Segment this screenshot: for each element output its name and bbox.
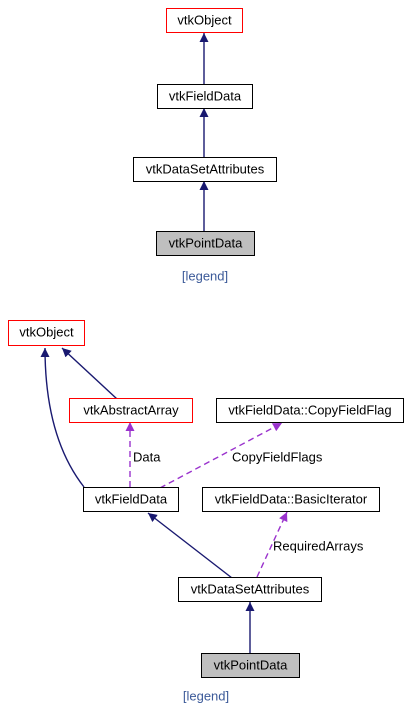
inheritance-diagram: vtkObject vtkFieldData vtkDataSetAttribu… [133, 8, 277, 283]
edge-label-requiredarrays: RequiredArrays [273, 538, 364, 553]
node-label: vtkObject [19, 324, 74, 339]
edge-datasetattributes-to-fielddata [147, 512, 233, 579]
edge-fielddata-to-object [40, 347, 85, 488]
node-label: vtkFieldData [95, 491, 168, 506]
node-vtkabstractarray[interactable]: vtkAbstractArray [69, 398, 193, 423]
edge-label-data: Data [133, 449, 161, 464]
node-label: vtkDataSetAttributes [146, 161, 265, 176]
legend-link[interactable]: [legend] [182, 268, 228, 283]
collaboration-diagram: Data CopyFieldFlags RequiredArrays vtkOb… [8, 320, 404, 703]
node-label: vtkDataSetAttributes [191, 581, 310, 596]
node-label: vtkObject [177, 12, 232, 27]
node-vtkobject[interactable]: vtkObject [8, 320, 85, 346]
node-label: vtkFieldData [169, 88, 242, 103]
node-label: vtkFieldData::BasicIterator [215, 491, 368, 506]
node-vtkfielddata[interactable]: vtkFieldData [157, 84, 253, 109]
edge-copyfieldflags-usage [159, 422, 283, 489]
node-label: vtkPointData [169, 235, 243, 250]
edge-label-copyfieldflags: CopyFieldFlags [232, 449, 323, 464]
node-vtkfielddata-copyfieldflag[interactable]: vtkFieldData::CopyFieldFlag [216, 398, 404, 423]
node-vtkobject[interactable]: vtkObject [166, 8, 243, 33]
node-label: vtkAbstractArray [83, 402, 179, 417]
legend-link[interactable]: [legend] [183, 688, 229, 703]
node-vtkfielddata-basiciterator[interactable]: vtkFieldData::BasicIterator [202, 487, 380, 512]
node-label: vtkPointData [214, 657, 288, 672]
node-vtkpointdata: vtkPointData [201, 653, 300, 678]
edge-requiredarrays-usage [256, 511, 288, 578]
node-vtkdatasetattributes[interactable]: vtkDataSetAttributes [133, 157, 277, 182]
node-vtkpointdata: vtkPointData [156, 231, 255, 256]
edge-abstractarray-to-object [61, 347, 118, 400]
node-vtkfielddata[interactable]: vtkFieldData [83, 487, 179, 512]
node-label: vtkFieldData::CopyFieldFlag [228, 402, 391, 417]
node-vtkdatasetattributes[interactable]: vtkDataSetAttributes [178, 577, 322, 602]
